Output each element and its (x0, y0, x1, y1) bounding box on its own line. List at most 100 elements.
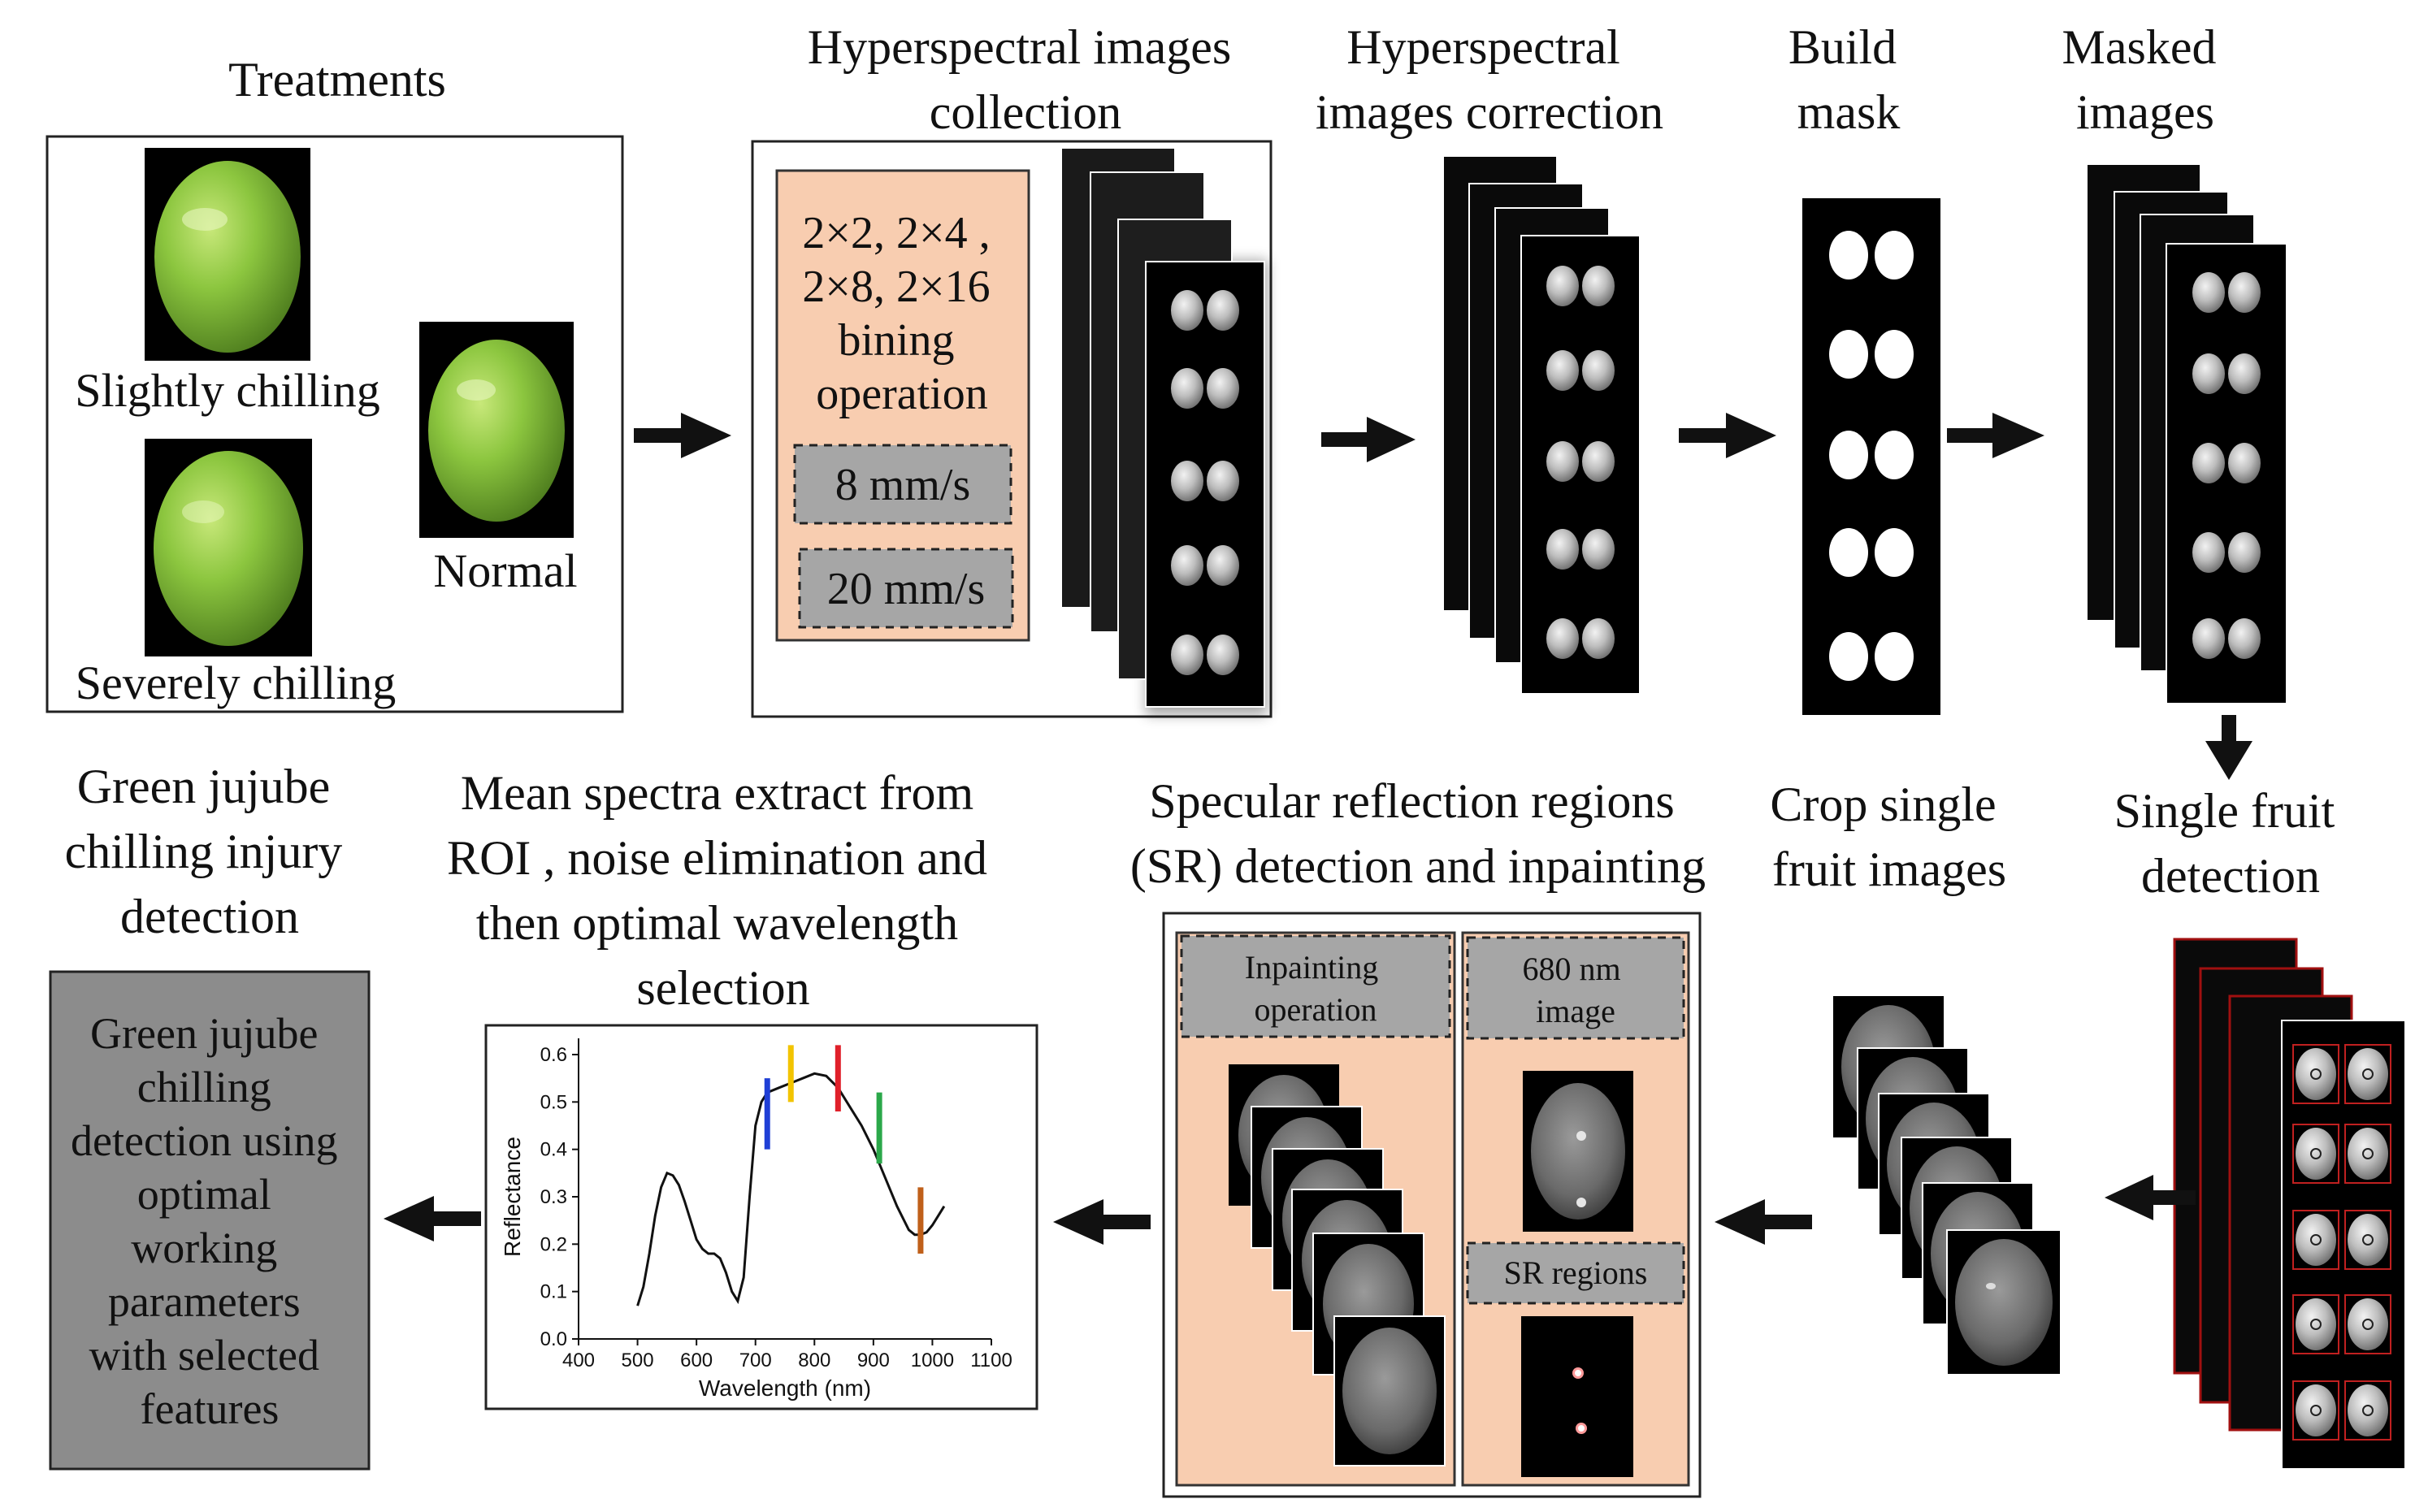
image680-label: 680 nm image (1522, 951, 1628, 1029)
arrow-left-icon (1715, 1199, 1812, 1245)
heading-single-fruit-detection: Single fruit detection (2114, 784, 2348, 903)
x-axis-label: Wavelength (nm) (699, 1376, 871, 1401)
arrow-right-icon (1321, 417, 1416, 462)
heading-treatments: Treatments (228, 53, 446, 106)
speed-20-box (798, 548, 1014, 629)
slightly-chilling-label: Slightly chilling (75, 364, 379, 417)
image680-box (1466, 936, 1685, 1040)
hsi-image-stack (1060, 147, 1268, 715)
result-box (49, 970, 371, 1471)
result-line1: Green jujube (90, 1009, 318, 1058)
result-line2: chilling (137, 1063, 271, 1111)
heading-crop-single: Crop single fruit images (1770, 778, 2008, 896)
binning-text: 2×2, 2×4 , 2×8, 2×16 bining operation (802, 208, 1001, 419)
heading-green-jujube-line3: detection (120, 890, 299, 943)
heading-sr-line2: (SR) detection and inpainting (1130, 839, 1706, 893)
inpainting-image-stack (1229, 1064, 1446, 1467)
y-tick-label: 0.2 (540, 1233, 567, 1255)
y-tick-label: 0.3 (540, 1186, 567, 1208)
binning-line2: 2×8, 2×16 (802, 262, 990, 312)
x-tick-label: 1100 (970, 1350, 1012, 1371)
inpainting-operation-box (1180, 934, 1451, 1038)
result-line6: parameters (108, 1277, 301, 1326)
y-tick-label: 0.4 (540, 1139, 567, 1161)
binning-line3: bining (838, 315, 954, 366)
heading-hsi-collection-line2: collection (930, 85, 1122, 139)
sr-regions-photo (1521, 1316, 1633, 1477)
heading-build-mask-line2: mask (1797, 85, 1901, 139)
severely-chilling-label: Severely chilling (76, 656, 397, 709)
spectrum-line (636, 1072, 946, 1306)
corrected-image-stack (1442, 155, 1641, 695)
heading-mean-spectra-line3: then optimal wavelength (476, 896, 958, 950)
heading-sr-line1: Specular reflection regions (1149, 774, 1674, 828)
x-tick-label: 700 (739, 1350, 772, 1371)
heading-build-mask-line1: Build (1788, 20, 1897, 74)
slightly-chilling-photo (145, 148, 310, 361)
arrow-left-icon (1053, 1199, 1151, 1245)
normal-label: Normal (433, 544, 577, 597)
speed-8-label: 8 mm/s (835, 460, 970, 510)
binning-line4: operation (816, 369, 987, 419)
cropped-fruit-stack (1833, 996, 2062, 1376)
y-tick-label: 0.5 (540, 1091, 567, 1113)
arrow-left-icon (384, 1196, 481, 1241)
y-tick-label: 0.6 (540, 1044, 567, 1066)
inpainting-line2: operation (1254, 991, 1377, 1028)
image680-line1: 680 nm (1522, 951, 1620, 987)
heading-green-jujube-line1: Green jujube (77, 760, 331, 813)
sr-regions-label: SR regions (1504, 1254, 1648, 1291)
sr-regions-box (1466, 1241, 1685, 1305)
heading-build-mask: Build mask (1788, 20, 1909, 139)
masked-image-stack (2086, 163, 2287, 704)
result-line4: optimal (137, 1170, 271, 1219)
result-line3: detection using (71, 1116, 337, 1165)
x-tick-label: 400 (562, 1350, 595, 1371)
severely-chilling-photo (145, 439, 312, 656)
heading-hsi-collection-line1: Hyperspectral images (808, 20, 1231, 74)
image680-line2: image (1536, 993, 1615, 1029)
heading-mean-spectra: Mean spectra extract from ROI , noise el… (447, 766, 999, 1015)
binning-line1: 2×2, 2×4 , (802, 208, 990, 258)
inpainting-operation-label: Inpainting operation (1245, 949, 1386, 1028)
mask-image (1802, 198, 1940, 715)
heading-hsi-correction-line1: Hyperspectral (1346, 20, 1620, 74)
heading-mean-spectra-line1: Mean spectra extract from (461, 766, 973, 820)
x-tick-label: 900 (857, 1350, 890, 1371)
heading-mean-spectra-line4: selection (636, 961, 809, 1015)
heading-hsi-correction-line2: images correction (1316, 85, 1663, 139)
heading-single-fruit-line2: detection (2141, 849, 2320, 903)
heading-mean-spectra-line2: ROI , noise elimination and (447, 831, 987, 885)
x-tick-label: 600 (680, 1350, 713, 1371)
heading-masked-images: Masked images (2062, 20, 2229, 139)
arrow-down-icon (2205, 715, 2252, 780)
x-tick-label: 800 (798, 1350, 830, 1371)
heading-masked-images-line2: images (2076, 85, 2214, 139)
heading-crop-single-line1: Crop single (1770, 778, 1996, 831)
result-line5: working (131, 1224, 277, 1272)
heading-sr-detection: Specular reflection regions (SR) detecti… (1130, 774, 1706, 893)
y-tick-label: 0.1 (540, 1281, 567, 1303)
x-tick-label: 500 (622, 1350, 654, 1371)
heading-crop-single-line2: fruit images (1772, 843, 2006, 896)
heading-single-fruit-line1: Single fruit (2114, 784, 2335, 838)
inpainting-line1: Inpainting (1245, 949, 1378, 986)
heading-hsi-correction: Hyperspectral images correction (1316, 20, 1663, 139)
arrow-right-icon (1947, 413, 2044, 458)
arrow-left-icon (2105, 1175, 2196, 1220)
image680-photo (1523, 1071, 1633, 1232)
detected-fruit-stack (2173, 938, 2406, 1470)
heading-green-jujube-line2: chilling injury (65, 825, 343, 878)
speed-20-label: 20 mm/s (827, 564, 985, 614)
result-line8: features (141, 1384, 280, 1433)
speed-8-box (793, 444, 1012, 525)
heading-hsi-collection: Hyperspectral images collection (808, 20, 1243, 139)
arrow-right-icon (634, 413, 731, 458)
normal-photo (419, 322, 574, 538)
y-axis-label: Reflectance (500, 1137, 525, 1257)
heading-masked-images-line1: Masked (2062, 20, 2217, 74)
result-line7: with selected (89, 1331, 319, 1380)
arrow-right-icon (1679, 413, 1776, 458)
x-tick-label: 1000 (911, 1350, 954, 1371)
